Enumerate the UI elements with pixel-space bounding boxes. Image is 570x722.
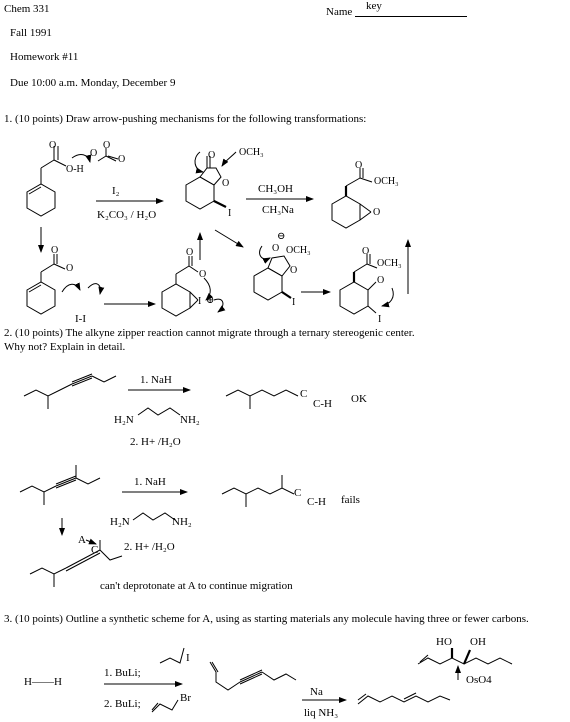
q3-allyl-bromide <box>151 699 179 713</box>
q2-allene-c: C <box>91 544 99 556</box>
q2-diamine-2 <box>132 512 176 521</box>
q2-c-a: C <box>300 388 308 400</box>
q3-step2: 2. BuLi; <box>104 698 141 710</box>
q1-reagent-methoxide: CH₃Na <box>262 204 294 216</box>
q2-product-2 <box>221 475 295 507</box>
q3-iodide-label: I <box>186 652 190 664</box>
diagonal-arrow <box>214 229 244 248</box>
q2-amine-right-b: NH₂ <box>172 516 192 528</box>
term-label: Fall 1991 <box>10 27 52 39</box>
q1-epoxide-o: O <box>373 207 381 218</box>
q1-iodonium-i: I <box>198 296 202 307</box>
alkoxide-ester <box>339 254 394 315</box>
q2-amine-right-a: NH₂ <box>180 414 200 426</box>
q1-prompt: 1. (10 points) Draw arrow-pushing mechan… <box>4 113 367 125</box>
q1-ester-och3: OCH₃ <box>374 176 399 187</box>
q2-allene <box>29 538 123 587</box>
q2-prompt: 2. (10 points) The alkyne zipper reactio… <box>4 327 415 339</box>
iodolactone <box>185 151 237 210</box>
q2-alkyne-2 <box>19 465 101 505</box>
q1-ring-o: O <box>222 178 230 189</box>
q1-tetra-ring-o: O <box>290 265 298 276</box>
q3-reducer: Na <box>310 686 323 698</box>
iodonium-intermediate <box>161 256 226 317</box>
name-value: key <box>366 0 382 12</box>
q1-start-molecule <box>26 146 92 217</box>
q2-ch-a: C-H <box>313 398 332 410</box>
q1-reagent-methanol: CH₃OH <box>258 183 294 195</box>
q1-methoxide: OCH₃ <box>239 147 264 158</box>
q1-tetra-o: O <box>272 243 280 254</box>
q2-note: can't deprotonate at A to continue migra… <box>100 580 293 592</box>
q1-alkoxide-och3: OCH₃ <box>377 258 402 269</box>
q3-iodide <box>159 647 185 664</box>
due-date: Due 10:00 a.m. Monday, December 9 <box>10 77 176 89</box>
q2-product-1 <box>225 389 299 409</box>
q1-alkoxide-i: I <box>378 314 382 325</box>
q1-carbonate-o-3: O <box>118 154 126 165</box>
q2-step1-a: 1. NaH <box>140 374 172 386</box>
q1-iodine-reagent: I-I <box>75 313 86 325</box>
epoxide-ester <box>331 168 373 229</box>
q1-ester-o: O <box>355 160 363 171</box>
q3-diol-target <box>417 648 513 665</box>
q3-step1: 1. BuLi; <box>104 667 141 679</box>
course-label: Chem 331 <box>4 3 50 15</box>
q2-alkyne-1 <box>23 373 117 409</box>
q1-alkoxide-o: O <box>362 246 370 257</box>
bicarbonate-ion <box>97 148 119 162</box>
q1-carboxylate-o: O <box>66 263 74 274</box>
q1-o-label: O <box>49 140 57 151</box>
q2-step2-b: 2. H+ /H₂O <box>124 541 175 553</box>
q1-iodine: I <box>228 208 232 219</box>
q1-lactone-o: O <box>208 150 216 161</box>
q2-amine-left-b: H₂N <box>110 516 130 528</box>
q3-prompt: 3. (10 points) Outline a synthetic schem… <box>4 613 529 625</box>
q3-bromide: Br <box>180 692 191 704</box>
q1-carbonate-o-2: O <box>103 140 111 151</box>
q1-tetra-och3: OCH₃ <box>286 245 311 256</box>
q3-ho: HO <box>436 636 452 648</box>
q2-diamine-1 <box>137 407 181 416</box>
q1-tetra-i: I <box>292 297 296 308</box>
q1-reagent-i2: I₂ <box>112 185 120 197</box>
name-label: Name <box>326 6 353 18</box>
q2-result-fails: fails <box>341 494 360 506</box>
q1-alkoxide-o-minus: O <box>377 275 385 286</box>
q3-solvent: liq NH₃ <box>304 707 339 719</box>
q1-iodonium-o-minus: O <box>199 269 207 280</box>
q1-reagent-base: K₂CO₃ / H₂O <box>97 209 157 221</box>
homework-label: Homework #11 <box>10 51 79 63</box>
q2-ch-b: C-H <box>307 496 326 508</box>
q1-tetra-o-minus: ⊖ <box>277 231 286 242</box>
carboxylate <box>26 254 105 315</box>
q1-iodonium-plus: ⊕ <box>206 295 215 306</box>
q2-result-ok: OK <box>351 393 367 405</box>
q1-carboxylate-o2: O <box>51 245 59 256</box>
tetrahedral-intermediate <box>253 245 292 301</box>
q1-iodonium-o: O <box>186 247 194 258</box>
q2-step2-a: 2. H+ /H₂O <box>130 436 181 448</box>
q3-acetylene: H——H <box>24 676 62 688</box>
q1-oh-label: O-H <box>66 164 84 175</box>
q3-enyne <box>209 661 297 691</box>
q3-oh: OH <box>470 636 486 648</box>
q3-diene <box>357 692 451 705</box>
q3-oxidant: OsO4 <box>466 674 492 686</box>
q2-step1-b: 1. NaH <box>134 476 166 488</box>
q2-c-b: C <box>294 487 302 499</box>
q2-site-label: A <box>78 534 86 546</box>
name-line <box>355 16 467 17</box>
q2-prompt-2: Why not? Explain in detail. <box>4 341 126 353</box>
q2-amine-left-a: H₂N <box>114 414 134 426</box>
q1-carbonate-o-1: O <box>90 148 98 159</box>
